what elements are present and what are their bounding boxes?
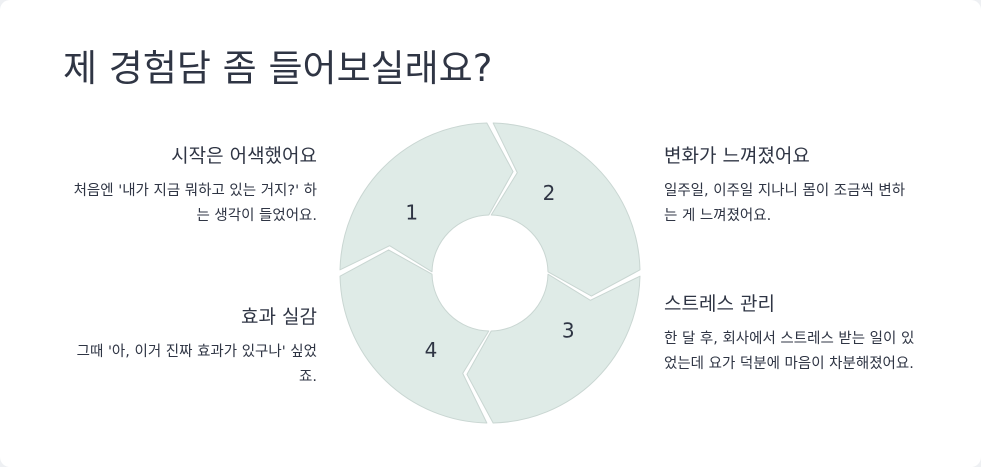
cycle-number-4: 4	[425, 338, 438, 362]
cycle-number-1: 1	[405, 201, 418, 225]
step-4-heading: 효과 실감	[241, 306, 317, 328]
step-2-description: 변화가 느껴졌어요 일주일, 이주일 지나니 몸이 조금씩 변하는 게 느껴졌어…	[664, 143, 914, 229]
step-1-description: 시작은 어색했어요 처음엔 '내가 지금 뭐하고 있는 거지?' 하는 생각이 …	[70, 143, 317, 229]
step-4-description: 효과 실감 그때 '아, 이거 진짜 효과가 있구나' 싶었죠.	[70, 304, 317, 390]
step-1-text: 처음엔 '내가 지금 뭐하고 있는 거지?' 하는 생각이 들었어요.	[73, 183, 317, 224]
page-title: 제 경험담 좀 들어보실래요?	[63, 47, 493, 90]
cycle-segment-1	[339, 122, 514, 273]
cycle-segment-2	[490, 122, 641, 297]
step-2-heading: 변화가 느껴졌어요	[664, 145, 810, 167]
step-4-text: 그때 '아, 이거 진짜 효과가 있구나' 싶었죠.	[76, 344, 317, 385]
step-3-description: 스트레스 관리 한 달 후, 회사에서 스트레스 받는 일이 있었는데 요가 덕…	[664, 291, 916, 377]
step-3-text: 한 달 후, 회사에서 스트레스 받는 일이 있었는데 요가 덕분에 마음이 차…	[664, 331, 915, 372]
cycle-number-2: 2	[543, 181, 556, 205]
step-3-heading: 스트레스 관리	[664, 293, 775, 315]
step-1-heading: 시작은 어색했어요	[171, 145, 317, 167]
cycle-diagram: 1 2 3 4	[339, 122, 641, 424]
cycle-segment-3	[466, 273, 641, 424]
cycle-number-3: 3	[562, 319, 575, 343]
cycle-segment-4	[339, 249, 490, 424]
step-2-text: 일주일, 이주일 지나니 몸이 조금씩 변하는 게 느껴졌어요.	[664, 183, 906, 224]
